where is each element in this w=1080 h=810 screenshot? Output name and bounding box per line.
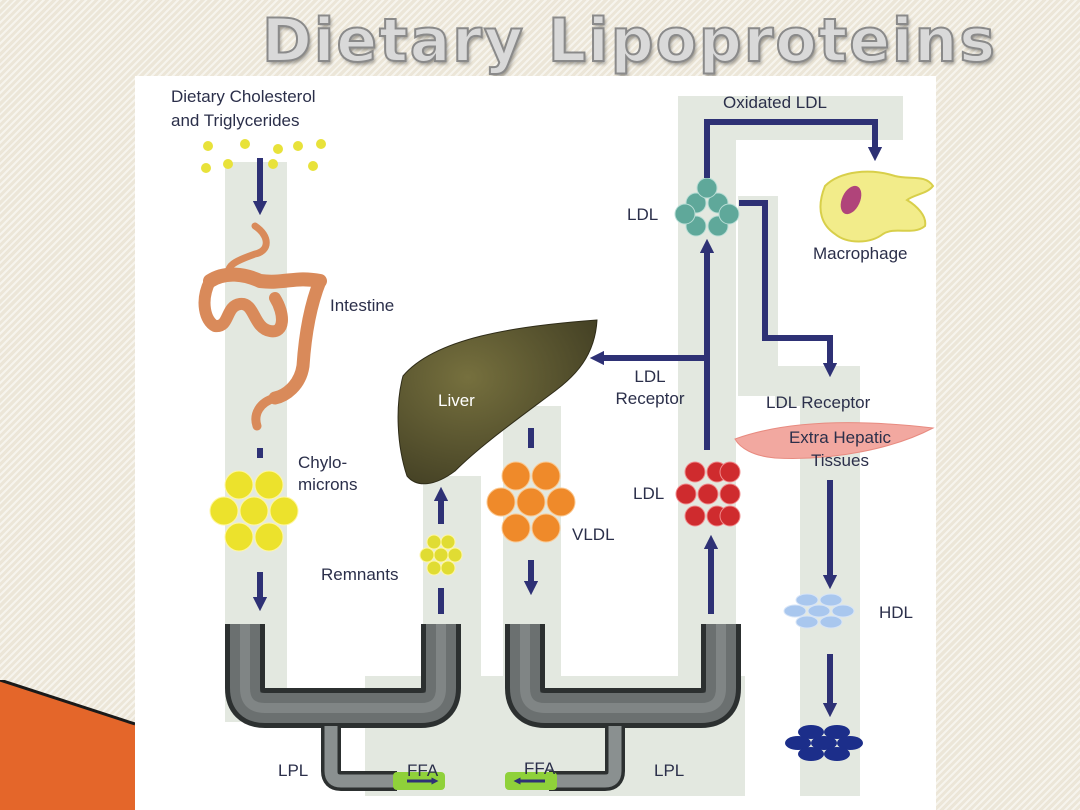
- label-hdl: HDL: [879, 603, 914, 622]
- flow-arrows: [252, 119, 883, 785]
- label-ffa-left: FFA: [407, 761, 439, 780]
- label-ldl-red: LDL: [633, 484, 665, 503]
- ldl-red-cluster: [675, 461, 741, 527]
- hdl-dark-cluster: [785, 725, 863, 761]
- chylomicron-cluster: [209, 470, 299, 552]
- hdl-cluster: [783, 593, 855, 629]
- liver-illustration: [397, 319, 598, 485]
- label-remnants: Remnants: [321, 565, 399, 584]
- remnant-cluster: [419, 534, 463, 576]
- label-extra-hepatic-line2: Tissues: [811, 451, 869, 470]
- label-ldl-receptor-liver-line1: LDL: [634, 367, 666, 386]
- capillary-pipes: [225, 624, 741, 791]
- macrophage-illustration: [819, 170, 935, 243]
- label-lpl-left: LPL: [278, 761, 309, 780]
- label-dietary-line1: Dietary Cholesterol: [171, 87, 316, 106]
- label-ldl-receptor-liver-line2: Receptor: [615, 389, 685, 408]
- vldl-cluster: [486, 461, 576, 543]
- label-dietary-line2: and Triglycerides: [171, 111, 300, 130]
- label-ffa-right: FFA: [524, 759, 556, 778]
- dietary-lipid-dots: [201, 139, 326, 173]
- corner-accent: [0, 680, 135, 810]
- label-lpl-right: LPL: [654, 761, 685, 780]
- extra-hepatic-tissue: [734, 422, 935, 459]
- label-intestine: Intestine: [330, 296, 395, 315]
- label-liver: Liver: [438, 391, 475, 410]
- lipoprotein-diagram: [198, 96, 935, 796]
- label-chylo-line2: microns: [298, 475, 358, 494]
- label-macrophage: Macrophage: [813, 244, 908, 263]
- label-oxidated-ldl: Oxidated LDL: [723, 93, 827, 112]
- label-chylo-line1: Chylo-: [298, 453, 348, 472]
- label-ldl-receptor-tissue: LDL Receptor: [766, 393, 871, 412]
- label-ldl-top: LDL: [627, 205, 659, 224]
- slide-title: Dietary Lipoproteins: [261, 5, 997, 77]
- diagram-panel: Dietary Cholesterol and Triglycerides In…: [135, 76, 936, 810]
- ldl-teal-cluster: [674, 177, 740, 237]
- label-vldl: VLDL: [572, 525, 615, 544]
- label-extra-hepatic-line1: Extra Hepatic: [788, 428, 892, 447]
- intestine-illustration: [198, 222, 327, 431]
